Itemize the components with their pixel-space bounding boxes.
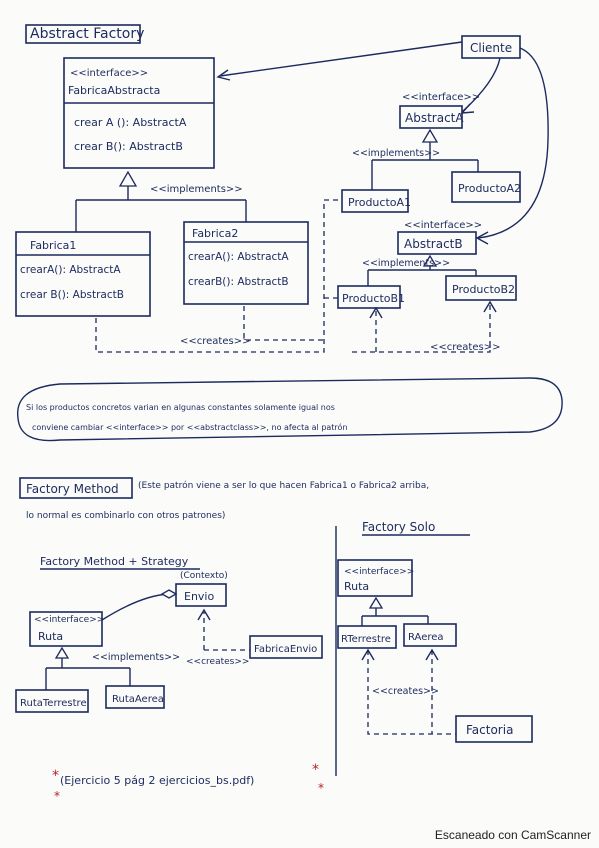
note-line2: conviene cambiar <<interface>> por <<abs… xyxy=(32,422,348,432)
producto-b1-box xyxy=(337,285,401,309)
exercise-note: (Ejercicio 5 pág 2 ejercicios_bs.pdf) xyxy=(60,774,254,787)
abstract-a-triangle xyxy=(421,128,439,143)
solo-creates-line xyxy=(367,650,456,735)
fm-strategy-title: Factory Method + Strategy xyxy=(40,555,189,568)
cliente-to-fabrica-line xyxy=(219,41,463,77)
envio-label: Envio xyxy=(184,590,214,603)
fm-implements-label: <<implements>> xyxy=(92,652,180,663)
abstract-a-box xyxy=(399,105,463,129)
abstract-a-stereotype: <<interface>> xyxy=(402,92,480,103)
fabrica2-name: Fabrica2 xyxy=(192,227,238,240)
red-star-left-top: * xyxy=(52,768,59,784)
r-terrestre-label: RTerrestre xyxy=(341,634,391,645)
ruta-implements-triangle xyxy=(54,646,70,659)
creates-right-label: <<creates>> xyxy=(430,342,500,353)
red-star-right-top: * xyxy=(312,762,319,778)
solo-implements-triangle xyxy=(368,596,384,609)
envio-box xyxy=(175,583,227,607)
ruta-stereotype: <<interface>> xyxy=(34,615,104,625)
cliente-box: Cliente xyxy=(461,35,521,59)
abstract-b-box xyxy=(397,231,477,255)
red-star-right-bottom: * xyxy=(318,781,324,795)
note-line1: Si los productos concretos varian en alg… xyxy=(26,403,335,412)
ruta-terrestre-box xyxy=(15,689,89,713)
solo-ruta-box xyxy=(337,559,413,597)
creates-right-line xyxy=(352,304,491,353)
envio-ruta-aggregation xyxy=(101,593,169,621)
creates-left-line xyxy=(95,199,342,353)
fabrica2-box: Fabrica2 crearA(): AbstractA crearB(): A… xyxy=(183,221,309,305)
fabrica-envio-label: FabricaEnvio xyxy=(254,644,317,655)
producto-a1-box xyxy=(341,189,409,213)
producto-b1-label: ProductoB1 xyxy=(342,292,405,305)
abstract-factory-title: Abstract Factory xyxy=(30,26,144,42)
fabrica1-op-b: crear B(): AbstractB xyxy=(20,289,124,301)
producto-a2-box xyxy=(451,171,521,203)
implements-a-label: <<implements>> xyxy=(352,148,440,159)
fabrica-abstracta-op-b: crear B(): AbstractB xyxy=(74,140,183,153)
fabrica2-op-b: crearB(): AbstractB xyxy=(188,276,289,288)
abstract-a-name: AbstractA xyxy=(405,111,464,125)
fabrica1-op-a: crearA(): AbstractA xyxy=(20,264,121,276)
implements-triangle xyxy=(118,170,138,187)
factoria-box xyxy=(455,715,533,743)
fm-creates-label: <<creates>> xyxy=(186,657,249,667)
cliente-label: Cliente xyxy=(470,41,512,55)
factory-solo-title: Factory Solo xyxy=(362,520,435,534)
ruta-aerea-label: RutaAerea xyxy=(112,694,164,705)
ruta-box xyxy=(29,611,103,647)
scanner-watermark: Escaneado con CamScanner xyxy=(434,828,591,842)
fabrica-abstracta-stereotype: <<interface>> xyxy=(70,68,148,79)
solo-ruta-stereotype: <<interface>> xyxy=(344,567,414,577)
note-cloud xyxy=(17,377,563,442)
r-aerea-box xyxy=(403,623,457,647)
abstract-b-stereotype: <<interface>> xyxy=(404,220,482,231)
cliente-to-fabrica-arrowhead xyxy=(216,69,231,81)
fabrica2-op-a: crearA(): AbstractA xyxy=(188,251,289,263)
fabrica1-name: Fabrica1 xyxy=(30,239,76,252)
ruta-terrestre-label: RutaTerrestre xyxy=(20,698,87,709)
implements-label: <<implements>> xyxy=(150,184,243,195)
contexto-label: (Contexto) xyxy=(180,571,228,581)
solo-ruta-name: Ruta xyxy=(344,580,369,593)
fabrica-abstracta-name: FabricaAbstracta xyxy=(68,84,160,97)
creates-left-label: <<creates>> xyxy=(180,336,250,347)
fabrica1-box: Fabrica1 crearA(): AbstractA crear B(): … xyxy=(15,231,151,317)
fabrica-abstracta-box: <<interface>> FabricaAbstracta crear A (… xyxy=(63,57,215,169)
factory-method-frame xyxy=(19,477,133,499)
cliente-to-abstract-b-line xyxy=(477,47,549,239)
ruta-name: Ruta xyxy=(38,630,63,643)
red-star-left-bottom: * xyxy=(54,789,60,803)
factory-method-line1: (Este patrón viene a ser lo que hacen Fa… xyxy=(138,480,429,491)
abstract-factory-title-frame xyxy=(25,24,141,44)
fabrica-abstracta-op-a: crear A (): AbstractA xyxy=(74,116,187,129)
factory-method-label: Factory Method xyxy=(26,482,119,496)
solo-creates-label: <<creates>> xyxy=(372,686,439,697)
r-aerea-label: RAerea xyxy=(408,632,444,643)
producto-b2-box xyxy=(445,275,517,301)
cliente-to-abstract-a-line xyxy=(461,57,501,113)
factoria-label: Factoria xyxy=(466,723,513,737)
producto-a1-label: ProductoA1 xyxy=(348,196,411,209)
fabrica-envio-box xyxy=(249,635,323,659)
ruta-aerea-box xyxy=(105,685,165,709)
producto-a2-label: ProductoA2 xyxy=(458,182,521,195)
factory-method-line2: lo normal es combinarlo con otros patron… xyxy=(26,511,225,521)
producto-b2-label: ProductoB2 xyxy=(452,283,515,296)
r-terrestre-box xyxy=(337,625,397,649)
abstract-b-name: AbstractB xyxy=(404,237,463,251)
implements-b-label: <<implements>> xyxy=(362,258,450,269)
